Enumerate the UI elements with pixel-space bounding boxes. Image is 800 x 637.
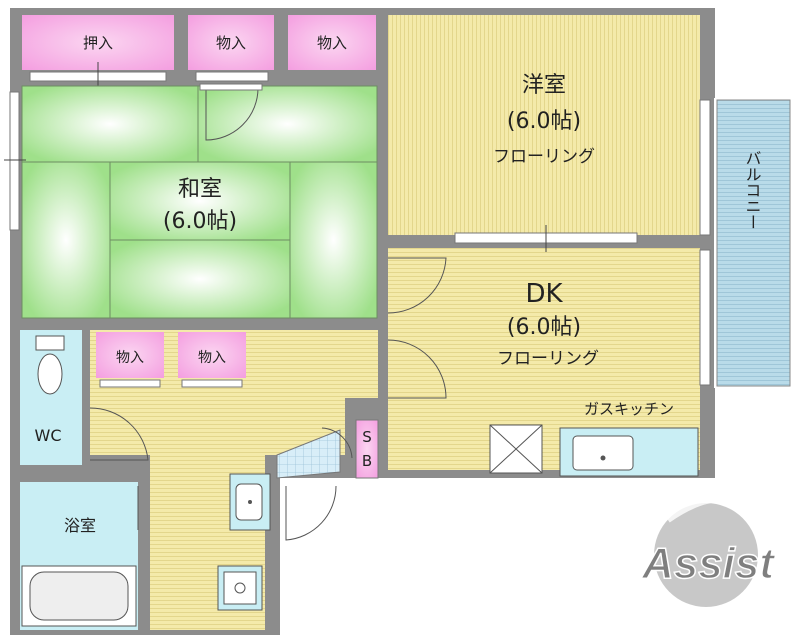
bathroom: 浴室 (20, 482, 138, 630)
closet-monoire-4: 物入 (178, 332, 246, 378)
closet-oshiire: 押入 (22, 15, 174, 70)
bathroom-label: 浴室 (64, 516, 96, 535)
washing-machine-pan (217, 565, 263, 611)
balcony-windows (699, 99, 711, 386)
wc: WC (20, 330, 82, 465)
dk-size: (6.0帖) (507, 315, 581, 340)
dk-name: DK (525, 279, 563, 309)
closet-monoire-1: 物入 (188, 15, 274, 70)
closet-sliding-doors (99, 379, 243, 388)
closet-monoire-3: 物入 (96, 332, 164, 378)
washbasin (229, 473, 271, 531)
interior-window (454, 225, 638, 252)
closet-monoire-3-label: 物入 (116, 350, 144, 366)
western-room-name: 洋室 (522, 73, 566, 98)
logo-text: Assist (641, 539, 776, 588)
dk-floor: フローリング (497, 349, 599, 369)
japanese-room-size: (6.0帖) (163, 209, 237, 234)
balcony-label: バルコニー (743, 150, 762, 230)
japanese-room: 和室 (6.0帖) (21, 85, 378, 319)
gas-kitchen-label: ガスキッチン (584, 400, 674, 418)
closet-oshiire-label: 押入 (83, 34, 113, 52)
shoe-box: S B (355, 419, 379, 479)
kitchen: ガスキッチン (489, 400, 699, 477)
assist-logo: Assist (640, 496, 777, 607)
closet-monoire-4-label: 物入 (198, 350, 226, 366)
left-windows (4, 91, 26, 231)
closet-monoire-1-label: 物入 (216, 34, 246, 52)
balcony: バルコニー (714, 98, 792, 388)
closet-monoire-2-label: 物入 (317, 34, 347, 52)
sb-label-top: S (362, 428, 372, 446)
entrance (276, 429, 341, 479)
sb-label-bottom: B (362, 452, 372, 470)
western-room-floor: フローリング (493, 147, 595, 167)
wc-label: WC (35, 426, 62, 445)
closet-monoire-2: 物入 (288, 15, 376, 70)
western-room: 洋室 (6.0帖) フローリング (388, 15, 700, 235)
japanese-room-name: 和室 (178, 177, 222, 202)
western-room-size: (6.0帖) (507, 109, 581, 134)
doors (89, 83, 447, 541)
closet-doors (29, 62, 269, 90)
